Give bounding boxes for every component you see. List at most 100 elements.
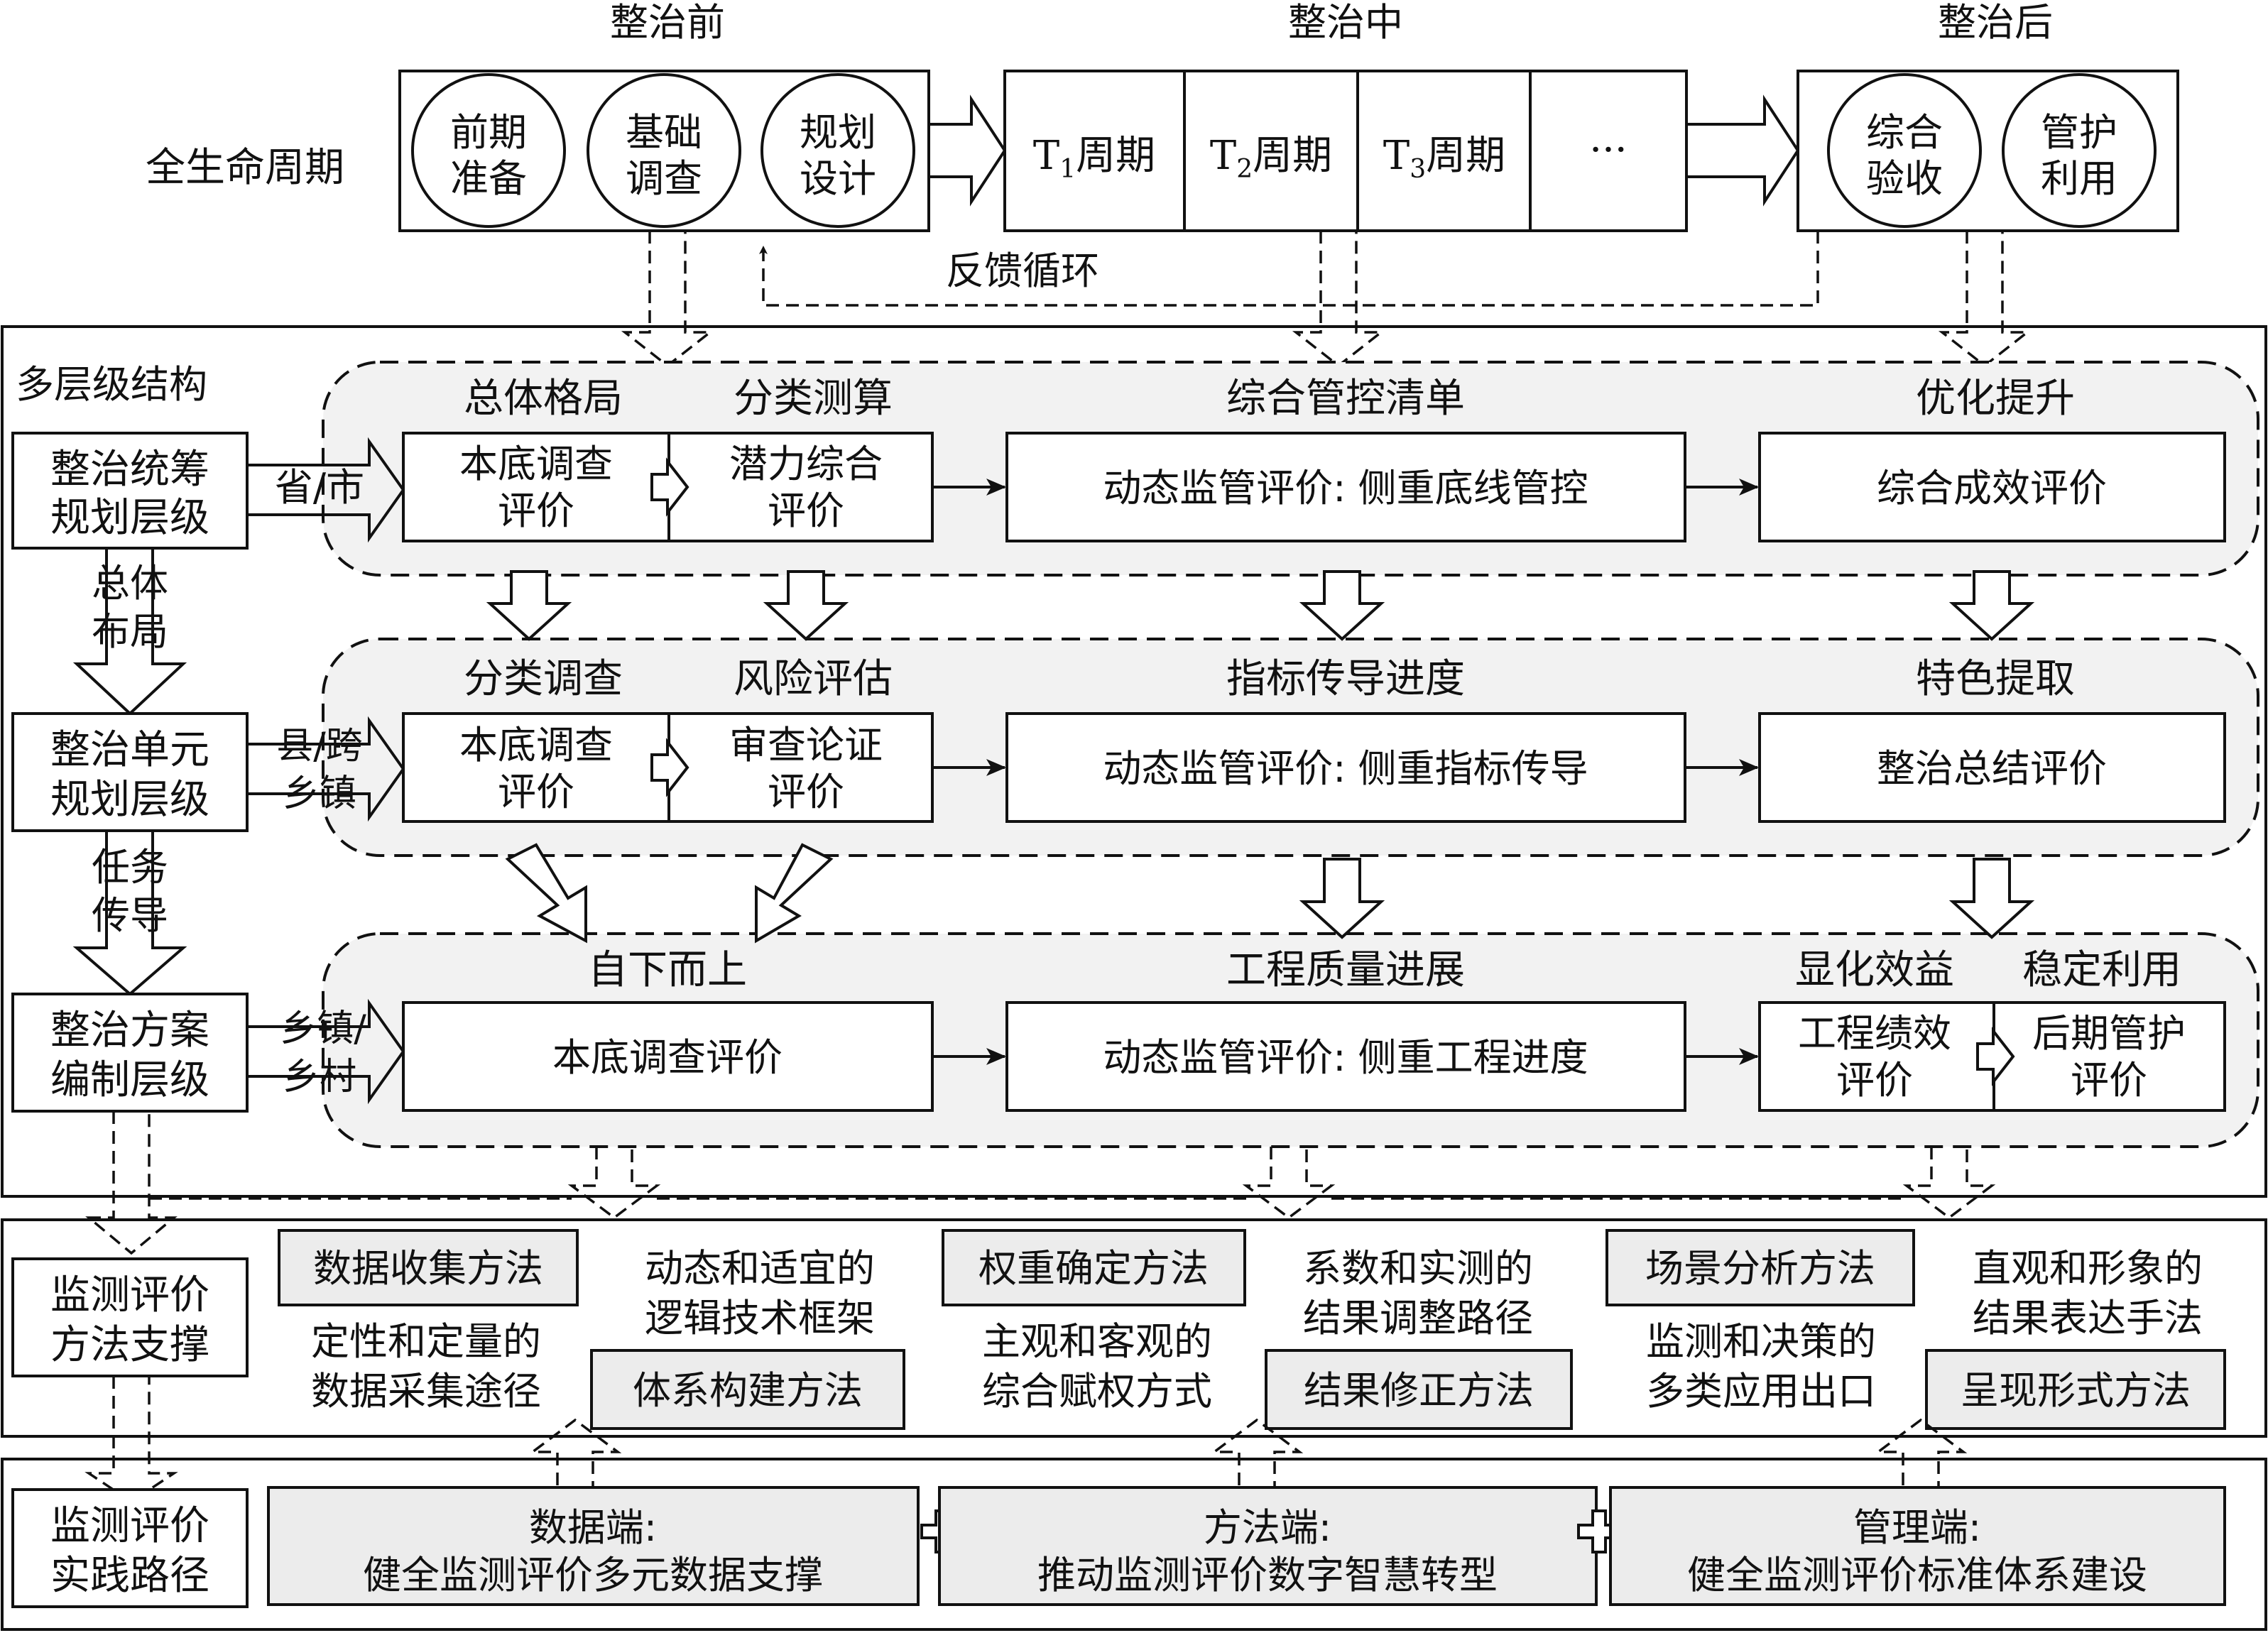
svg-text:评价: 评价 xyxy=(498,488,574,533)
lifecycle-label: 全生命周期 xyxy=(146,145,344,191)
during-phase-box xyxy=(1003,70,1688,232)
phase-during-label: 整治中 xyxy=(1288,0,1403,45)
level2-final-box: 整治总结评价 xyxy=(1758,712,2226,823)
dashed-arrow-levels-c2 xyxy=(1242,1147,1336,1220)
svg-text:综合成效评价: 综合成效评价 xyxy=(1877,466,2107,510)
svg-text:设计: 设计 xyxy=(800,156,876,201)
dashed-arrow-levels-left xyxy=(85,1111,178,1255)
down-arrow-l2-c3 xyxy=(1299,858,1385,939)
multilevel-title: 多层级结构 xyxy=(16,362,207,407)
left-arrow-l1-to-l2 xyxy=(72,547,187,716)
svg-text:动态监管评价: 侧重底线管控: 动态监管评价: 侧重底线管控 xyxy=(1103,466,1588,510)
level2-header-1: 分类调查 xyxy=(464,656,623,702)
down-arrow-l2-c4 xyxy=(1948,858,2035,939)
level1-header-4: 优化提升 xyxy=(1916,376,2075,422)
level2-scope-1: 县/跨 xyxy=(276,725,363,768)
svg-text:管护: 管护 xyxy=(2041,110,2117,155)
svg-text:监测评价: 监测评价 xyxy=(50,1272,209,1318)
svg-text:结果修正方法: 结果修正方法 xyxy=(1304,1368,1534,1413)
method-6-desc-2: 结果表达手法 xyxy=(1973,1296,2203,1340)
level1-dynamic-box: 动态监管评价: 侧重底线管控 xyxy=(1005,432,1686,542)
svg-text:综合: 综合 xyxy=(1866,110,1943,155)
method-1-desc-1: 定性和定量的 xyxy=(311,1319,541,1364)
dashed-arrow-up-c1 xyxy=(528,1418,622,1505)
method-3-desc-2: 综合赋权方式 xyxy=(982,1369,1212,1414)
between-label-1a: 总体 xyxy=(92,561,168,606)
dashed-arrow-levels-c3 xyxy=(1902,1147,1996,1220)
left-arrow-l2-to-l3 xyxy=(72,829,187,996)
practice-label-box: 监测评价 实践路径 xyxy=(11,1488,249,1608)
level3-scope-2: 乡村 xyxy=(283,1056,356,1098)
dashed-arrow-after-down xyxy=(1938,231,2032,368)
svg-text:健全监测评价标准体系建设: 健全监测评价标准体系建设 xyxy=(1687,1553,2147,1598)
svg-text:本底调查: 本底调查 xyxy=(459,442,613,486)
svg-text:基础: 基础 xyxy=(626,110,702,155)
svg-text:评价: 评价 xyxy=(768,488,844,533)
level1-name-box: 整治统筹 规划层级 xyxy=(11,432,249,550)
level3-dynamic-box: 动态监管评价: 侧重工程进度 xyxy=(1005,1001,1686,1112)
methods-label-box: 监测评价 方法支撑 xyxy=(11,1257,249,1377)
practice-data-end: 数据端: 健全监测评价多元数据支撑 xyxy=(267,1486,920,1606)
level3-scope-1: 乡镇/ xyxy=(280,1007,366,1050)
svg-text:规划: 规划 xyxy=(800,110,876,155)
between-label-1b: 布局 xyxy=(92,609,168,654)
practice-frame xyxy=(1,1458,2267,1631)
level2-header-3: 指标传导进度 xyxy=(1226,656,1465,702)
level2-dynamic-box: 动态监管评价: 侧重指标传导 xyxy=(1005,712,1686,823)
svg-text:评价: 评价 xyxy=(2071,1058,2147,1103)
level1-header-3: 综合管控清单 xyxy=(1226,376,1465,422)
before-circle-2: 基础 调查 xyxy=(587,73,741,228)
svg-text:验收: 验收 xyxy=(1866,156,1943,201)
feedback-loop-label: 反馈循环 xyxy=(946,248,1099,293)
svg-text:编制层级: 编制层级 xyxy=(50,1057,209,1103)
method-result-correction: 结果修正方法 xyxy=(1265,1349,1573,1430)
method-scenario-analysis: 场景分析方法 xyxy=(1605,1229,1915,1306)
svg-text:数据收集方法: 数据收集方法 xyxy=(313,1246,543,1291)
method-2-desc-2: 逻辑技术框架 xyxy=(645,1296,875,1340)
level2-header-2: 风险评估 xyxy=(734,656,893,702)
svg-text:整治总结评价: 整治总结评价 xyxy=(1877,746,2107,791)
dashed-arrow-methods-left xyxy=(84,1376,178,1504)
method-weight-determination: 权重确定方法 xyxy=(942,1229,1246,1306)
level3-header-1: 自下而上 xyxy=(588,947,747,993)
between-label-2b: 传导 xyxy=(92,893,168,938)
level1-final-box: 综合成效评价 xyxy=(1758,432,2226,542)
level3-header-3: 显化效益 xyxy=(1795,947,1954,993)
level3-final-box: 工程绩效 评价 后期管护 评价 xyxy=(1758,1001,2226,1112)
svg-text:推动监测评价数字智慧转型: 推动监测评价数字智慧转型 xyxy=(1037,1553,1498,1598)
method-6-desc-1: 直观和形象的 xyxy=(1973,1246,2203,1291)
level1-scope-arrow xyxy=(246,437,405,543)
svg-text:评价: 评价 xyxy=(498,770,574,814)
down-arrow-l1-c1 xyxy=(486,570,572,641)
svg-text:方法支撑: 方法支撑 xyxy=(50,1322,209,1368)
arrow-during-to-after xyxy=(1685,94,1800,207)
level1-scope: 省/市 xyxy=(275,465,364,510)
method-presentation-form: 呈现形式方法 xyxy=(1925,1349,2226,1430)
between-label-2a: 任务 xyxy=(92,845,168,890)
svg-text:管理端:: 管理端: xyxy=(1853,1505,1981,1550)
svg-text:潜力综合: 潜力综合 xyxy=(729,442,883,486)
level2-scope-2: 乡镇 xyxy=(283,772,356,815)
dashed-arrow-up-c2 xyxy=(1210,1418,1304,1505)
svg-text:监测评价: 监测评价 xyxy=(50,1503,209,1549)
method-4-desc-1: 系数和实测的 xyxy=(1303,1246,1533,1291)
svg-text:规划层级: 规划层级 xyxy=(50,495,209,541)
svg-text:规划层级: 规划层级 xyxy=(50,777,209,823)
practice-method-end: 方法端: 推动监测评价数字智慧转型 xyxy=(938,1486,1598,1606)
multilevel-frame xyxy=(1,325,2267,1198)
svg-text:体系构建方法: 体系构建方法 xyxy=(633,1368,863,1413)
level3-header-4: 稳定利用 xyxy=(2022,947,2181,993)
svg-text:本底调查评价: 本底调查评价 xyxy=(552,1035,783,1080)
level3-box-baseline: 本底调查评价 xyxy=(402,1001,934,1112)
level1-header-2: 分类测算 xyxy=(734,376,893,422)
after-circle-1: 综合 验收 xyxy=(1827,73,1982,228)
svg-text:前期: 前期 xyxy=(450,110,527,155)
method-2-desc-1: 动态和适宜的 xyxy=(645,1246,875,1291)
period-t3: T3周期 xyxy=(1383,133,1505,184)
level3-name-box: 整治方案 编制层级 xyxy=(11,993,249,1113)
dashed-arrow-levels-c1 xyxy=(567,1147,661,1220)
before-circle-3: 规划 设计 xyxy=(760,73,915,228)
svg-text:后期管护: 后期管护 xyxy=(2032,1011,2186,1056)
svg-text:方法端:: 方法端: xyxy=(1204,1505,1331,1550)
